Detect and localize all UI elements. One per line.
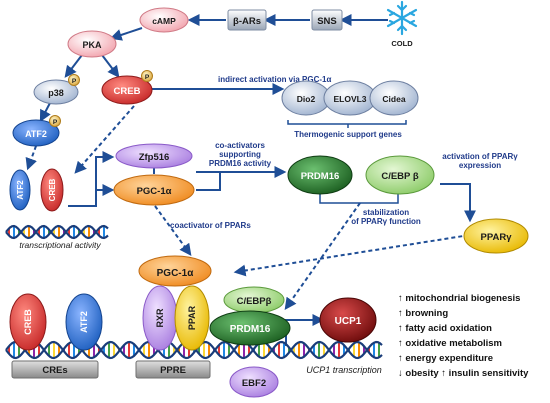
atf2-low-label: ATF2 xyxy=(79,311,89,333)
phospho-badge-atf2 xyxy=(49,115,61,127)
atf2-top-node xyxy=(12,119,60,147)
arrow-atf2-to-dna xyxy=(25,145,37,171)
ppary-label: PPARγ xyxy=(481,232,513,243)
activation-ppary-note-2: expression xyxy=(459,161,501,170)
effect-item: ↑ fatty acid oxidation xyxy=(398,323,492,334)
pka-node xyxy=(67,30,117,58)
ucp1-label: UCP1 xyxy=(335,316,362,327)
cebpb-low-label: C/EBPβ xyxy=(237,296,272,307)
ebf2-node xyxy=(229,366,279,398)
effect-item: ↑ browning xyxy=(398,308,448,319)
ppre-label: PPRE xyxy=(160,365,186,376)
cres-box xyxy=(11,360,99,379)
cebpb-mid-label: C/EBP β xyxy=(381,171,419,182)
p38-node xyxy=(33,79,79,105)
dio2-label: Dio2 xyxy=(297,94,316,104)
arrow-camp-to-pka xyxy=(109,27,143,41)
creb-dna-node xyxy=(40,168,64,212)
creb-top-node xyxy=(101,75,153,105)
ppary-node xyxy=(463,218,529,254)
phospho-label-creb: P xyxy=(145,74,150,81)
ppar-node xyxy=(174,285,210,351)
creb-dna-label: CREB xyxy=(48,178,57,201)
pgc1a-low-label: PGC-1α xyxy=(157,268,195,279)
coactivators-note-3: PRDM16 activity xyxy=(209,159,272,168)
pgc1a-low-node xyxy=(138,255,212,287)
cres-label: CREs xyxy=(42,365,67,376)
snowflake-icon xyxy=(386,0,418,36)
ucp1-node xyxy=(319,297,377,343)
arrow-pka-to-p38 xyxy=(64,54,83,78)
atf2-dna-node xyxy=(9,169,31,211)
effect-item: ↑ mitochondrial biogenesis xyxy=(398,293,520,304)
effect-item: ↑ energy expenditure xyxy=(398,353,493,364)
transcriptional-activity-label: transcriptional activity xyxy=(19,240,101,250)
cidea-node xyxy=(369,80,419,116)
ppar-label: PPAR xyxy=(187,305,197,330)
dna-strand xyxy=(5,224,109,240)
arrow-creb-to-dna xyxy=(74,105,135,174)
prdm16-low-label: PRDM16 xyxy=(230,324,271,335)
dna-strand xyxy=(5,224,109,240)
arrow-pka-to-creb xyxy=(101,54,120,78)
effect-item: ↓ obesity ↑ insulin sensitivity xyxy=(398,368,529,379)
prdm16-mid-node xyxy=(287,155,353,195)
arrow-p38-to-atf2 xyxy=(39,102,51,123)
coactivator-ppars-note: coactivator of PPARs xyxy=(170,221,251,230)
pgc1a-mid-label: PGC-1α xyxy=(137,186,172,197)
phospho-label-p38: P xyxy=(72,78,77,85)
effect-item: ↑ oxidative metabolism xyxy=(398,338,502,349)
stabilization-note-1: stabilization xyxy=(363,208,409,217)
camp-label: cAMP xyxy=(152,16,176,26)
arrow-stabilization xyxy=(284,202,361,310)
ucp1-transcription-label: UCP1 transcription xyxy=(306,365,382,375)
zfp516-node xyxy=(115,143,193,169)
bracket-thermogenic xyxy=(287,120,407,125)
thermogenic-support-label: Thermogenic support genes xyxy=(294,130,402,139)
ebf2-label: EBF2 xyxy=(242,378,266,389)
pgc1a-mid-node xyxy=(113,174,195,206)
beta-ars-label: β-ARs xyxy=(233,16,261,27)
beta-ars-box xyxy=(227,9,267,31)
dna-top xyxy=(5,224,109,240)
zfp516-label: Zfp516 xyxy=(139,152,170,163)
arrow-to-zfp516 xyxy=(68,151,115,207)
creb-top-label: CREB xyxy=(114,86,141,97)
prdm16-low-node xyxy=(209,310,291,346)
dna-strand xyxy=(5,340,383,360)
activation-ppary-note-1: activation of PPARγ xyxy=(442,152,518,161)
arrow-pgc1a-to-ppar xyxy=(154,205,192,256)
p38-label: p38 xyxy=(48,88,64,98)
phospho-label-atf2: P xyxy=(53,119,58,126)
coactivators-note-1: co-activators xyxy=(215,141,265,150)
cold-label: COLD xyxy=(391,39,413,48)
rxr-label: RXR xyxy=(155,308,165,328)
atf2-low-node xyxy=(65,293,103,351)
arrow-to-ppary xyxy=(440,183,476,223)
elovl3-label: ELOVL3 xyxy=(333,94,366,104)
atf2-top-label: ATF2 xyxy=(25,129,47,139)
cidea-label: Cidea xyxy=(382,94,405,104)
ppre-box xyxy=(135,360,211,379)
prdm16-mid-label: PRDM16 xyxy=(301,171,340,182)
arrow-ppary-to-ppar xyxy=(233,233,477,277)
phospho-badge-p38 xyxy=(68,74,80,86)
creb-low-label: CREB xyxy=(23,309,33,335)
coactivators-note-2: supporting xyxy=(219,150,261,159)
camp-node xyxy=(139,7,189,33)
creb-low-node xyxy=(9,293,47,351)
sns-label: SNS xyxy=(317,16,337,27)
stabilization-note-2: of PPARγ function xyxy=(351,217,421,226)
sns-box xyxy=(311,9,343,31)
cebpb-mid-node xyxy=(365,155,435,195)
effects-list: ↑ mitochondrial biogenesis ↑ browning ↑ … xyxy=(398,293,529,379)
indirect-activation-note: indirect activation via PGC-1α xyxy=(218,75,331,84)
bracket-prdm16-cebp xyxy=(319,194,399,204)
phospho-badge-creb xyxy=(141,70,153,82)
atf2-dna-label: ATF2 xyxy=(16,180,25,200)
pka-label: PKA xyxy=(82,40,102,50)
